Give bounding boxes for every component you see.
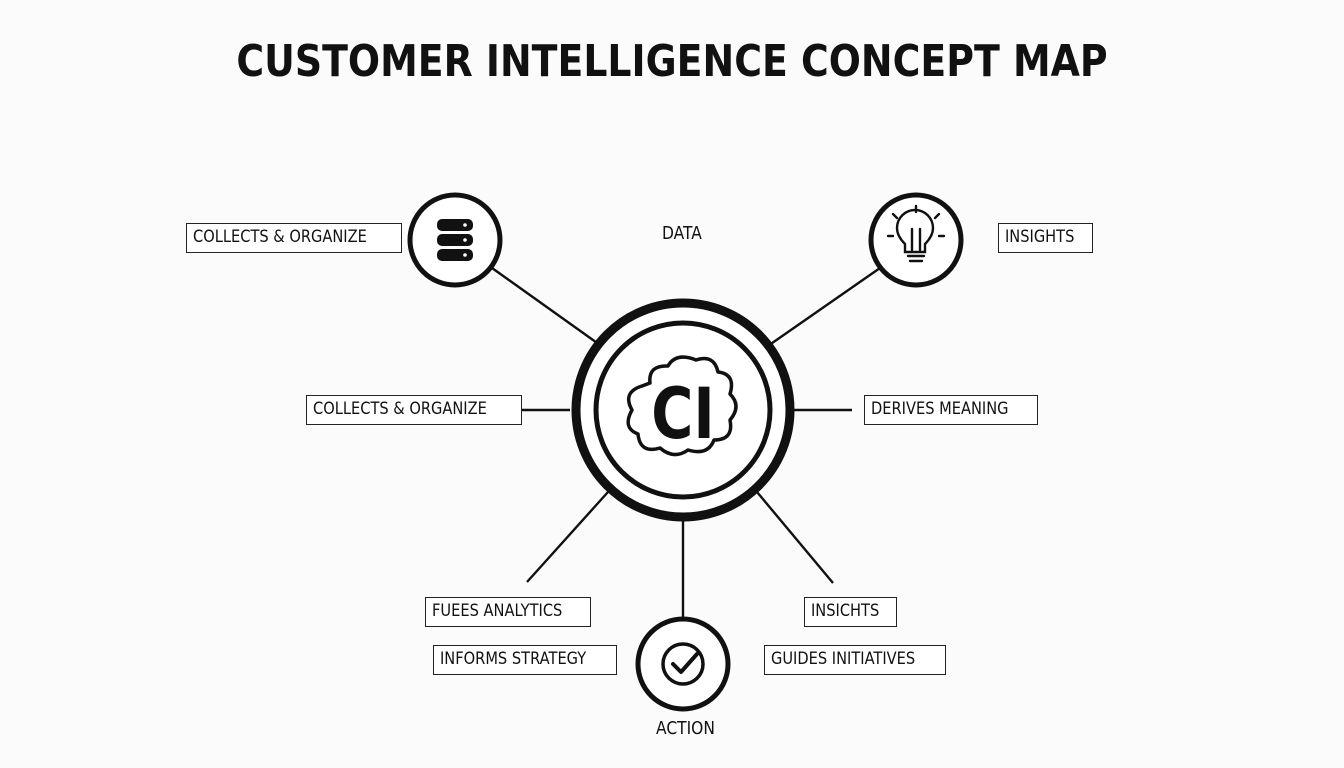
lightbulb-icon xyxy=(886,204,946,263)
label-fuels-analytics: FUEES ANALYTICS xyxy=(425,597,591,627)
checkmark-icon xyxy=(661,642,705,686)
center-node-text: CI xyxy=(651,375,714,456)
label-collects-organize-mid: COLLECTS & ORGANIZE xyxy=(306,395,523,425)
connector-data xyxy=(491,267,601,346)
insights-node xyxy=(868,192,964,288)
data-node xyxy=(407,192,503,288)
label-action: ACTION xyxy=(656,718,715,739)
label-data: DATA xyxy=(662,223,702,244)
label-guides-initiatives: GUIDES INITIATIVES xyxy=(764,645,946,675)
connector-insights-bottom xyxy=(756,491,834,584)
page-title: CUSTOMER INTELLIGENCE CONCEPT MAP xyxy=(236,36,1108,87)
connector-insights xyxy=(764,267,881,349)
label-insights-bottom: INSICHTS xyxy=(804,597,898,627)
label-collects-organize-top: COLLECTS & ORGANIZE xyxy=(186,223,403,253)
label-insights-top: INSIGHTS xyxy=(998,223,1093,253)
connector-fuels xyxy=(526,491,609,583)
action-node xyxy=(635,616,731,712)
brain-icon xyxy=(626,355,738,457)
center-node xyxy=(571,298,795,522)
label-derives-meaning: DERIVES MEANING xyxy=(864,395,1038,425)
database-icon xyxy=(437,219,473,261)
label-informs-strategy: INFORMS STRATEGY xyxy=(433,645,618,675)
